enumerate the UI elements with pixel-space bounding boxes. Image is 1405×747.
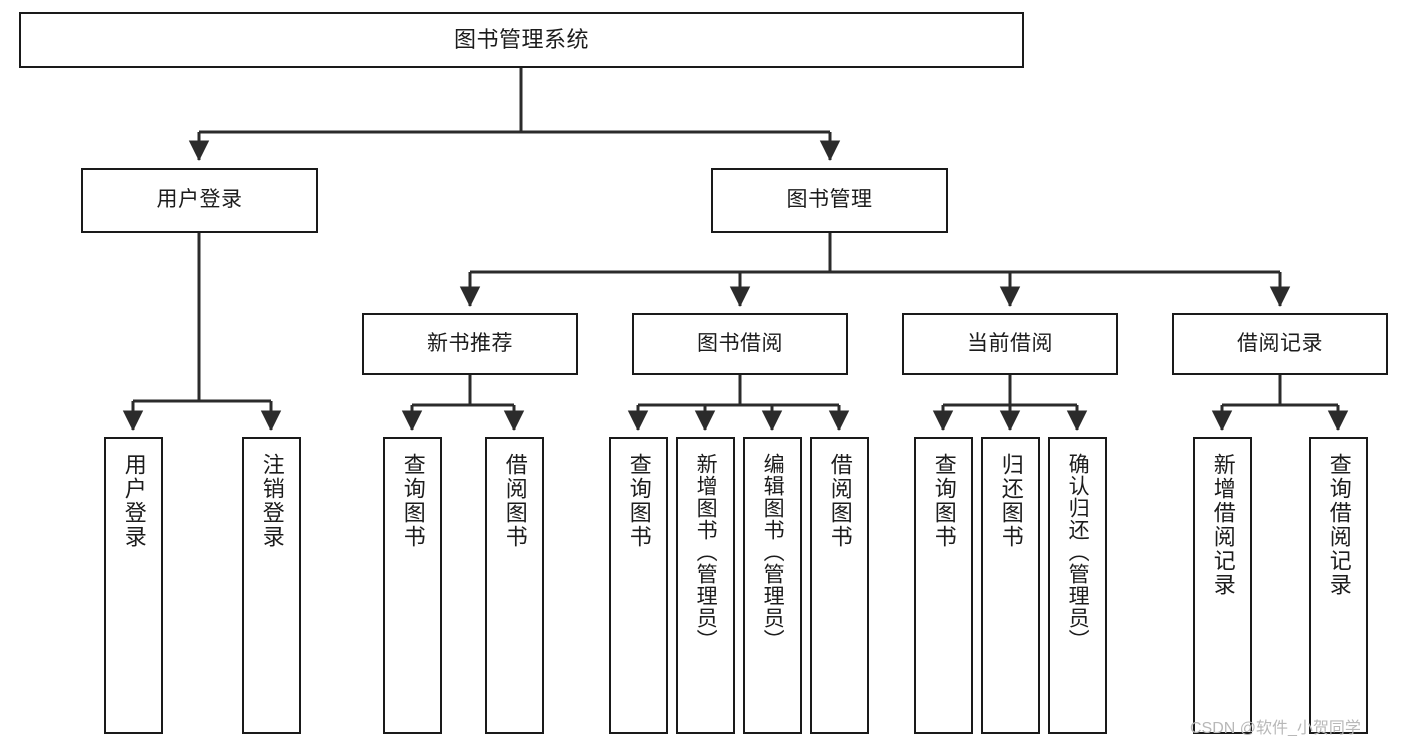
node-label: 借阅图书 bbox=[827, 453, 853, 549]
leaf-query-borrow-record[interactable]: 查询借阅记录 bbox=[1309, 437, 1368, 734]
node-label: 查询图书 bbox=[400, 453, 426, 549]
node-current-borrowing[interactable]: 当前借阅 bbox=[902, 313, 1118, 375]
node-root-book-management-system[interactable]: 图书管理系统 bbox=[19, 12, 1024, 68]
leaf-query-book-borrow[interactable]: 查询图书 bbox=[609, 437, 668, 734]
node-label: 图书管理 bbox=[786, 188, 873, 212]
node-label: 编辑图书（管理员） bbox=[761, 453, 785, 651]
node-label: 注销登录 bbox=[259, 453, 285, 549]
node-label: 用户登录 bbox=[121, 453, 147, 549]
leaf-borrow-book[interactable]: 借阅图书 bbox=[810, 437, 869, 734]
leaf-add-borrow-record[interactable]: 新增借阅记录 bbox=[1193, 437, 1252, 734]
node-borrowing-records[interactable]: 借阅记录 bbox=[1172, 313, 1388, 375]
node-label: 用户登录 bbox=[156, 188, 243, 212]
node-label: 借阅图书 bbox=[502, 453, 528, 549]
node-label: 新增借阅记录 bbox=[1210, 453, 1236, 597]
node-label: 图书借阅 bbox=[697, 331, 783, 355]
node-label: 新增图书（管理员） bbox=[694, 453, 718, 651]
node-label: 查询借阅记录 bbox=[1326, 453, 1352, 597]
node-book-management[interactable]: 图书管理 bbox=[711, 168, 948, 233]
node-label: 当前借阅 bbox=[967, 331, 1053, 355]
node-label: 查询图书 bbox=[626, 453, 652, 549]
leaf-logout[interactable]: 注销登录 bbox=[242, 437, 301, 734]
node-label: 新书推荐 bbox=[427, 331, 513, 355]
leaf-query-book-current[interactable]: 查询图书 bbox=[914, 437, 973, 734]
leaf-add-book-admin[interactable]: 新增图书（管理员） bbox=[676, 437, 735, 734]
node-label: 借阅记录 bbox=[1237, 331, 1323, 355]
node-label: 确认归还（管理员） bbox=[1066, 453, 1090, 651]
node-label: 图书管理系统 bbox=[453, 27, 589, 53]
node-new-book-recommendation[interactable]: 新书推荐 bbox=[362, 313, 578, 375]
node-book-borrowing[interactable]: 图书借阅 bbox=[632, 313, 848, 375]
leaf-return-book[interactable]: 归还图书 bbox=[981, 437, 1040, 734]
leaf-confirm-return-admin[interactable]: 确认归还（管理员） bbox=[1048, 437, 1107, 734]
node-user-login[interactable]: 用户登录 bbox=[81, 168, 318, 233]
node-label: 归还图书 bbox=[998, 453, 1024, 549]
leaf-edit-book-admin[interactable]: 编辑图书（管理员） bbox=[743, 437, 802, 734]
node-label: 查询图书 bbox=[931, 453, 957, 549]
leaf-user-login[interactable]: 用户登录 bbox=[104, 437, 163, 734]
leaf-borrow-book-new[interactable]: 借阅图书 bbox=[485, 437, 544, 734]
leaf-query-book-new[interactable]: 查询图书 bbox=[383, 437, 442, 734]
watermark: CSDN @软件_小贺同学 bbox=[1190, 720, 1361, 737]
